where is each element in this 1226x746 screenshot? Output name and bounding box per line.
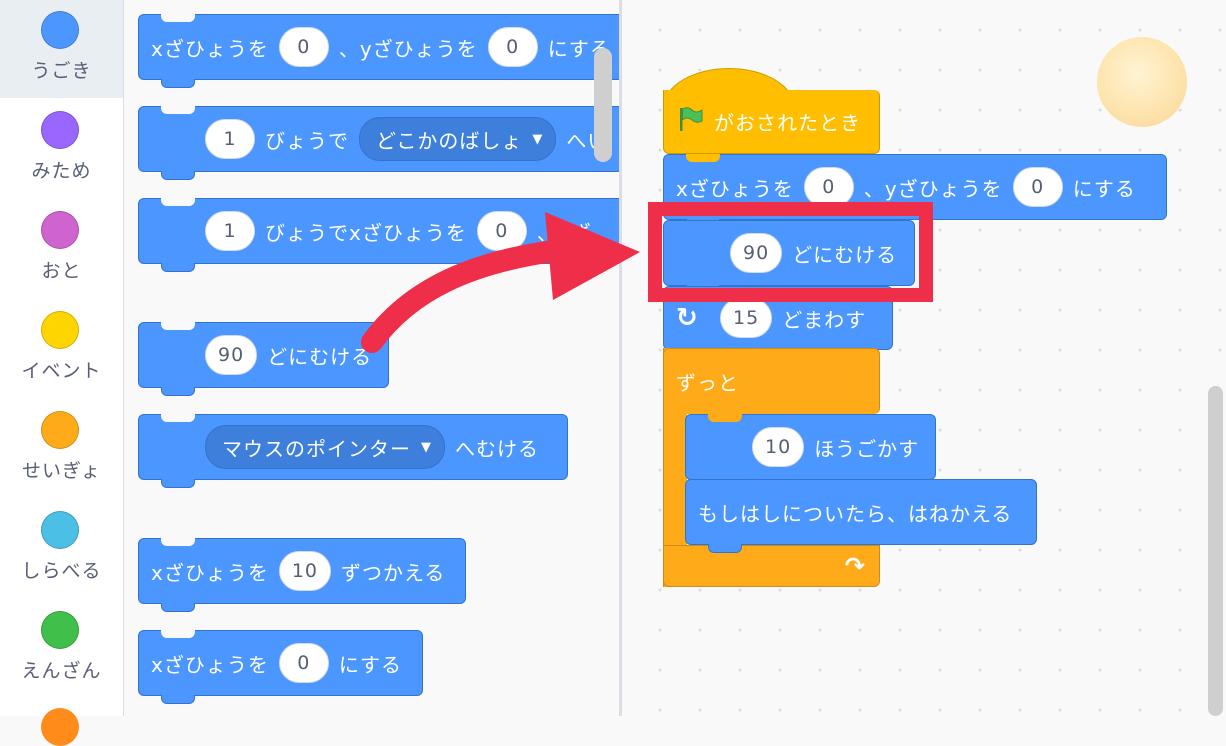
category-label: せいぎょ: [21, 460, 102, 482]
block-label: にする: [1072, 176, 1136, 201]
caret-down-icon: ▼: [532, 131, 544, 147]
towards-target-dropdown[interactable]: マウスのポインター▼: [205, 425, 445, 469]
forever-block[interactable]: ずっと: [663, 348, 880, 414]
block-palette: xざひょうを 0 、 yざひょうを 0 にする 1 びょうで どこかのばしょ▼ …: [124, 0, 619, 716]
panel-divider: [619, 0, 622, 716]
seconds-input[interactable]: 1: [205, 119, 255, 159]
glide-target-dropdown[interactable]: どこかのばしょ▼: [359, 117, 557, 161]
category-label: おと: [41, 260, 82, 282]
highlight-box: [648, 202, 933, 302]
block-label: びょうで: [265, 128, 349, 153]
script-point-direction-block[interactable]: 90 どにむける: [663, 220, 915, 294]
control-color-dot: [41, 411, 79, 449]
category-control[interactable]: せいぎょ: [0, 400, 123, 498]
block-label: yざひょうを: [359, 36, 478, 61]
block-label: どまわす: [782, 307, 867, 332]
category-sensing[interactable]: しらべる: [0, 500, 123, 598]
when-flag-clicked-block[interactable]: がおされたとき: [663, 90, 880, 154]
script-move-block[interactable]: 10 ほうごかす: [685, 414, 936, 488]
block-label: yざひょうを: [884, 176, 1003, 201]
palette-point-direction-block[interactable]: 90 どにむける: [138, 322, 389, 396]
degrees-input[interactable]: 90: [730, 233, 783, 273]
block-label: xざひょうを: [676, 176, 794, 201]
sensing-color-dot: [41, 511, 79, 549]
category-looks[interactable]: みため: [0, 100, 123, 198]
block-label: びょうでxざひょうを: [265, 220, 467, 245]
block-label: もしはしについたら、はねかえる: [698, 501, 1013, 526]
block-label: にする: [338, 652, 403, 677]
block-label: へむける: [455, 436, 539, 461]
block-label: ほうごかす: [814, 436, 920, 461]
workspace-scrollbar[interactable]: [1208, 386, 1223, 716]
block-label: どにむける: [267, 344, 373, 369]
category-operators[interactable]: えんざん: [0, 600, 123, 698]
x-input[interactable]: 0: [803, 167, 854, 207]
category-label: しらべる: [21, 560, 102, 582]
category-menu: うごき みため おと イベント せいぎょ しらべる えんざん: [0, 0, 124, 746]
block-label: ずつかえる: [341, 560, 446, 585]
loop-arrow-icon: ↷: [844, 552, 865, 580]
category-label: うごき: [31, 60, 92, 82]
block-label: xざひょうを: [151, 652, 269, 677]
variables-color-dot[interactable]: [41, 708, 79, 746]
palette-glide-xy-block[interactable]: 1 びょうでxざひょうを 0 、yざ: [138, 198, 619, 272]
degrees-input[interactable]: 90: [205, 335, 258, 375]
category-motion[interactable]: うごき: [0, 0, 123, 98]
block-label: 、yざ: [536, 220, 592, 245]
category-label: みため: [31, 160, 92, 182]
y-input[interactable]: 0: [1012, 167, 1063, 207]
block-label: 、: [863, 176, 885, 201]
steps-input[interactable]: 10: [752, 427, 805, 467]
category-events[interactable]: イベント: [0, 300, 123, 398]
category-label: えんざん: [21, 660, 102, 682]
block-label: xざひょうを: [151, 560, 269, 585]
block-label: xざひょうを: [151, 36, 269, 61]
category-label: イベント: [21, 360, 102, 382]
stage-preview-sprite: [1097, 37, 1187, 127]
forever-label: ずっと: [676, 371, 739, 395]
seconds-input[interactable]: 1: [205, 211, 255, 251]
change-x-input[interactable]: 10: [278, 551, 332, 591]
category-sound[interactable]: おと: [0, 200, 123, 298]
y-input[interactable]: 0: [487, 27, 538, 67]
x-input[interactable]: 0: [476, 211, 527, 251]
palette-goto-xy-block[interactable]: xざひょうを 0 、 yざひょうを 0 にする: [138, 14, 619, 88]
palette-glide-to-block[interactable]: 1 びょうで どこかのばしょ▼ へい: [138, 106, 619, 180]
operators-color-dot: [41, 611, 79, 649]
caret-down-icon: ▼: [421, 439, 432, 455]
palette-set-x-block[interactable]: xざひょうを 0 にする: [138, 630, 423, 704]
events-color-dot: [41, 311, 79, 349]
palette-scrollbar[interactable]: [594, 48, 612, 162]
script-bounce-block[interactable]: もしはしについたら、はねかえる: [685, 479, 1037, 553]
set-x-input[interactable]: 0: [278, 643, 329, 683]
forever-foot: ↷: [663, 545, 880, 587]
palette-change-x-block[interactable]: xざひょうを 10 ずつかえる: [138, 538, 466, 612]
block-label: 、: [338, 36, 360, 61]
palette-point-towards-block[interactable]: マウスのポインター▼ へむける: [138, 414, 568, 488]
motion-color-dot: [41, 11, 79, 49]
block-label: どにむける: [792, 242, 898, 267]
looks-color-dot: [41, 111, 79, 149]
degrees-input[interactable]: 15: [720, 298, 773, 338]
x-input[interactable]: 0: [278, 27, 329, 67]
green-flag-icon: [676, 105, 704, 138]
hat-label: がおされたとき: [714, 111, 861, 135]
sound-color-dot: [41, 211, 79, 249]
rotate-right-icon: ↻: [676, 303, 699, 333]
